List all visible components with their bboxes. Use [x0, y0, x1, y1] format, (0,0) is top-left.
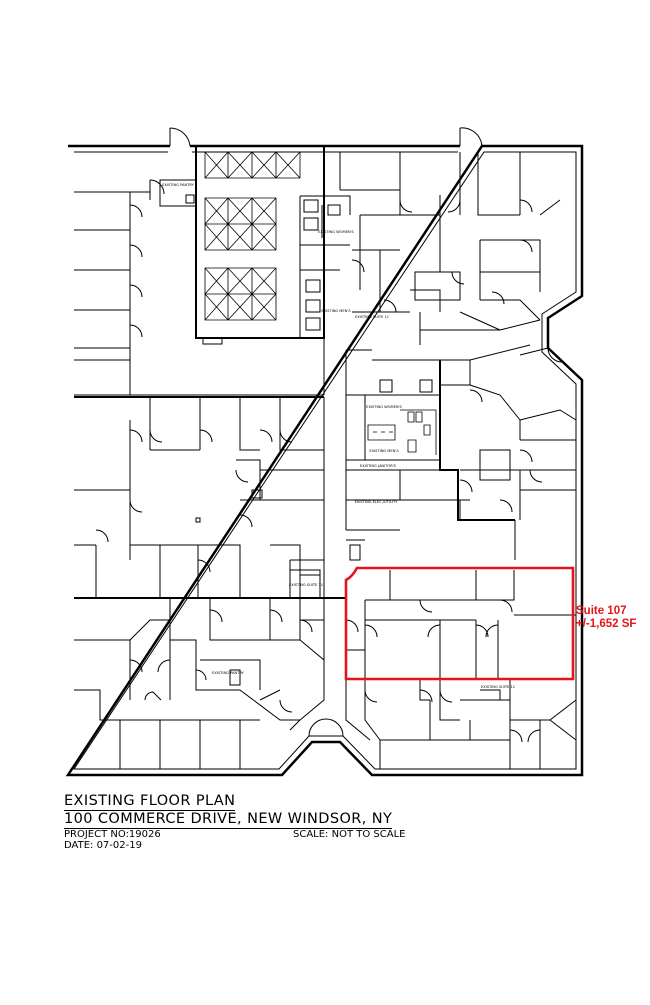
suite-107-interior	[345, 570, 576, 680]
room-label-mens-top: EXISTING MEN'S	[321, 309, 351, 313]
plan-date: DATE: 07-02-19	[64, 840, 142, 851]
room-label-womens-mid: EXISTING WOMEN'S	[366, 405, 402, 409]
right-mid-offices	[440, 360, 577, 560]
upper-right-offices	[339, 152, 561, 345]
upper-left-offices	[74, 180, 151, 361]
corridor-walls	[74, 338, 549, 396]
plan-address: 100 COMMERCE DRIVE, NEW WINDSOR, NY	[64, 811, 393, 829]
mid-left-equipment	[251, 489, 263, 499]
mid-left-doors	[95, 429, 293, 573]
room-label-suite-top: EXISTING SUITE 11	[355, 315, 389, 319]
mid-left-column	[195, 517, 201, 523]
room-label-pantry-low: EXISTING PANTRY	[212, 671, 244, 675]
upper-right-doors	[351, 199, 533, 313]
suite-107-label: Suite 107 +/-1,652 SF	[576, 605, 650, 631]
lower-left-wing	[74, 598, 325, 769]
lower-corridor	[289, 580, 371, 741]
mid-core-walls	[345, 379, 461, 531]
project-row: PROJECT NO:19026 SCALE: NOT TO SCALE	[64, 829, 424, 840]
suite-107-doors	[345, 599, 513, 638]
lower-left-doors	[129, 609, 313, 713]
lower-entry-door	[308, 718, 344, 737]
room-label-mens-mid: EXISTING MEN'S	[369, 449, 399, 453]
upper-left-doors	[129, 179, 165, 338]
top-entry-door-right	[459, 127, 483, 147]
room-label-suite-low: EXISTING SUITE 11	[481, 685, 515, 689]
title-block: EXISTING FLOOR PLAN 100 COMMERCE DRIVE, …	[64, 793, 424, 851]
scale-note: SCALE: NOT TO SCALE	[293, 829, 406, 840]
room-label-janitor: EXISTING JANITOR'S	[360, 464, 397, 468]
suite-107-highlight	[344, 566, 575, 681]
suite-area: +/-1,652 SF	[576, 618, 637, 630]
top-entry-door-left	[169, 127, 191, 147]
upper-restrooms	[299, 195, 351, 338]
corridor-walls-heavy	[74, 396, 346, 599]
room-label-womens-top: EXISTING WOMEN'S	[318, 230, 354, 234]
room-label-pantry-top: EXISTING PANTRY	[162, 183, 194, 187]
project-number: PROJECT NO:19026	[64, 829, 161, 840]
lower-right-doors	[364, 689, 541, 743]
central-block-detail	[202, 338, 223, 345]
lower-right-wing	[364, 680, 577, 769]
mid-fixtures	[367, 409, 437, 455]
room-label-suite-mid: EXISTING SUITE 11	[289, 583, 323, 587]
central-block	[195, 146, 325, 339]
right-mid-doors	[459, 347, 563, 513]
room-label-elec: EXISTING ELEC./UTILITY	[355, 500, 398, 504]
mid-left-suite	[74, 397, 325, 598]
mid-core-heavy	[439, 360, 515, 521]
small-rooms-mid	[289, 539, 365, 598]
plan-title: EXISTING FLOOR PLAN	[64, 793, 236, 811]
date-row: DATE: 07-02-19	[64, 840, 424, 851]
ceiling-grid	[204, 151, 301, 321]
suite-name: Suite 107	[576, 605, 627, 617]
